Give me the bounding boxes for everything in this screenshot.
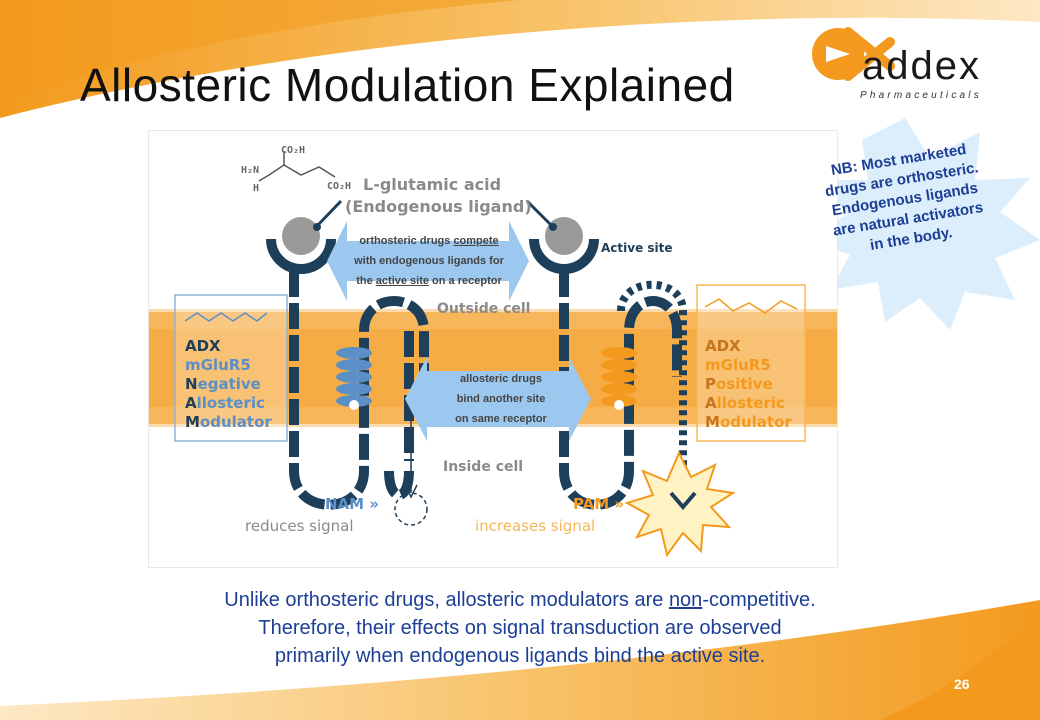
ligand-sublabel: (Endogenous ligand)	[345, 197, 532, 216]
logo-wordmark: addex	[862, 44, 981, 88]
nam-label: NAM »	[325, 495, 380, 513]
pam-ligand-structure	[704, 298, 798, 314]
ligand-label: L-glutamic acid	[363, 175, 502, 194]
addex-logo: addex Pharmaceuticals	[808, 24, 998, 112]
diagram-graphics	[149, 151, 837, 558]
allosteric-arrow-shape	[405, 357, 591, 441]
molecule-label: CO₂H	[327, 181, 352, 192]
slide-title: Allosteric Modulation Explained	[80, 59, 735, 111]
slide-caption: Unlike orthosteric drugs, allosteric mod…	[224, 589, 816, 667]
note-starburst-shape	[806, 118, 1040, 330]
page-number: 26	[954, 676, 970, 692]
orthosteric-callout: orthosteric drugs compete with endogenou…	[354, 235, 504, 287]
logo-subtitle: Pharmaceuticals	[860, 90, 982, 101]
molecule-label: H₂N	[241, 165, 260, 176]
pam-receptor-graphic	[525, 199, 736, 558]
allosteric-callout: allosteric drugs bind another site on sa…	[455, 373, 547, 425]
nam-ligand-structure	[184, 312, 268, 322]
active-site-label: Active site	[601, 241, 673, 255]
orthosteric-arrow-shape	[327, 221, 529, 301]
pam-box-outline	[696, 284, 806, 442]
pam-label: PAM »	[573, 495, 625, 513]
nam-effect-label: reduces signal	[245, 517, 354, 535]
pam-effect-label: increases signal	[475, 517, 596, 535]
inside-cell-label: Inside cell	[443, 459, 524, 475]
outside-cell-label: Outside cell	[437, 301, 531, 317]
addex-logo-mark-icon	[812, 27, 895, 81]
glutamic-acid-structure	[258, 151, 336, 182]
nam-box-outline	[174, 294, 288, 442]
molecule-label: CO₂H	[281, 145, 306, 156]
molecule-label: H	[253, 183, 260, 194]
allosteric-diagram: CO₂H H₂N H CO₂H L-glutamic acid (Endogen…	[148, 130, 838, 568]
